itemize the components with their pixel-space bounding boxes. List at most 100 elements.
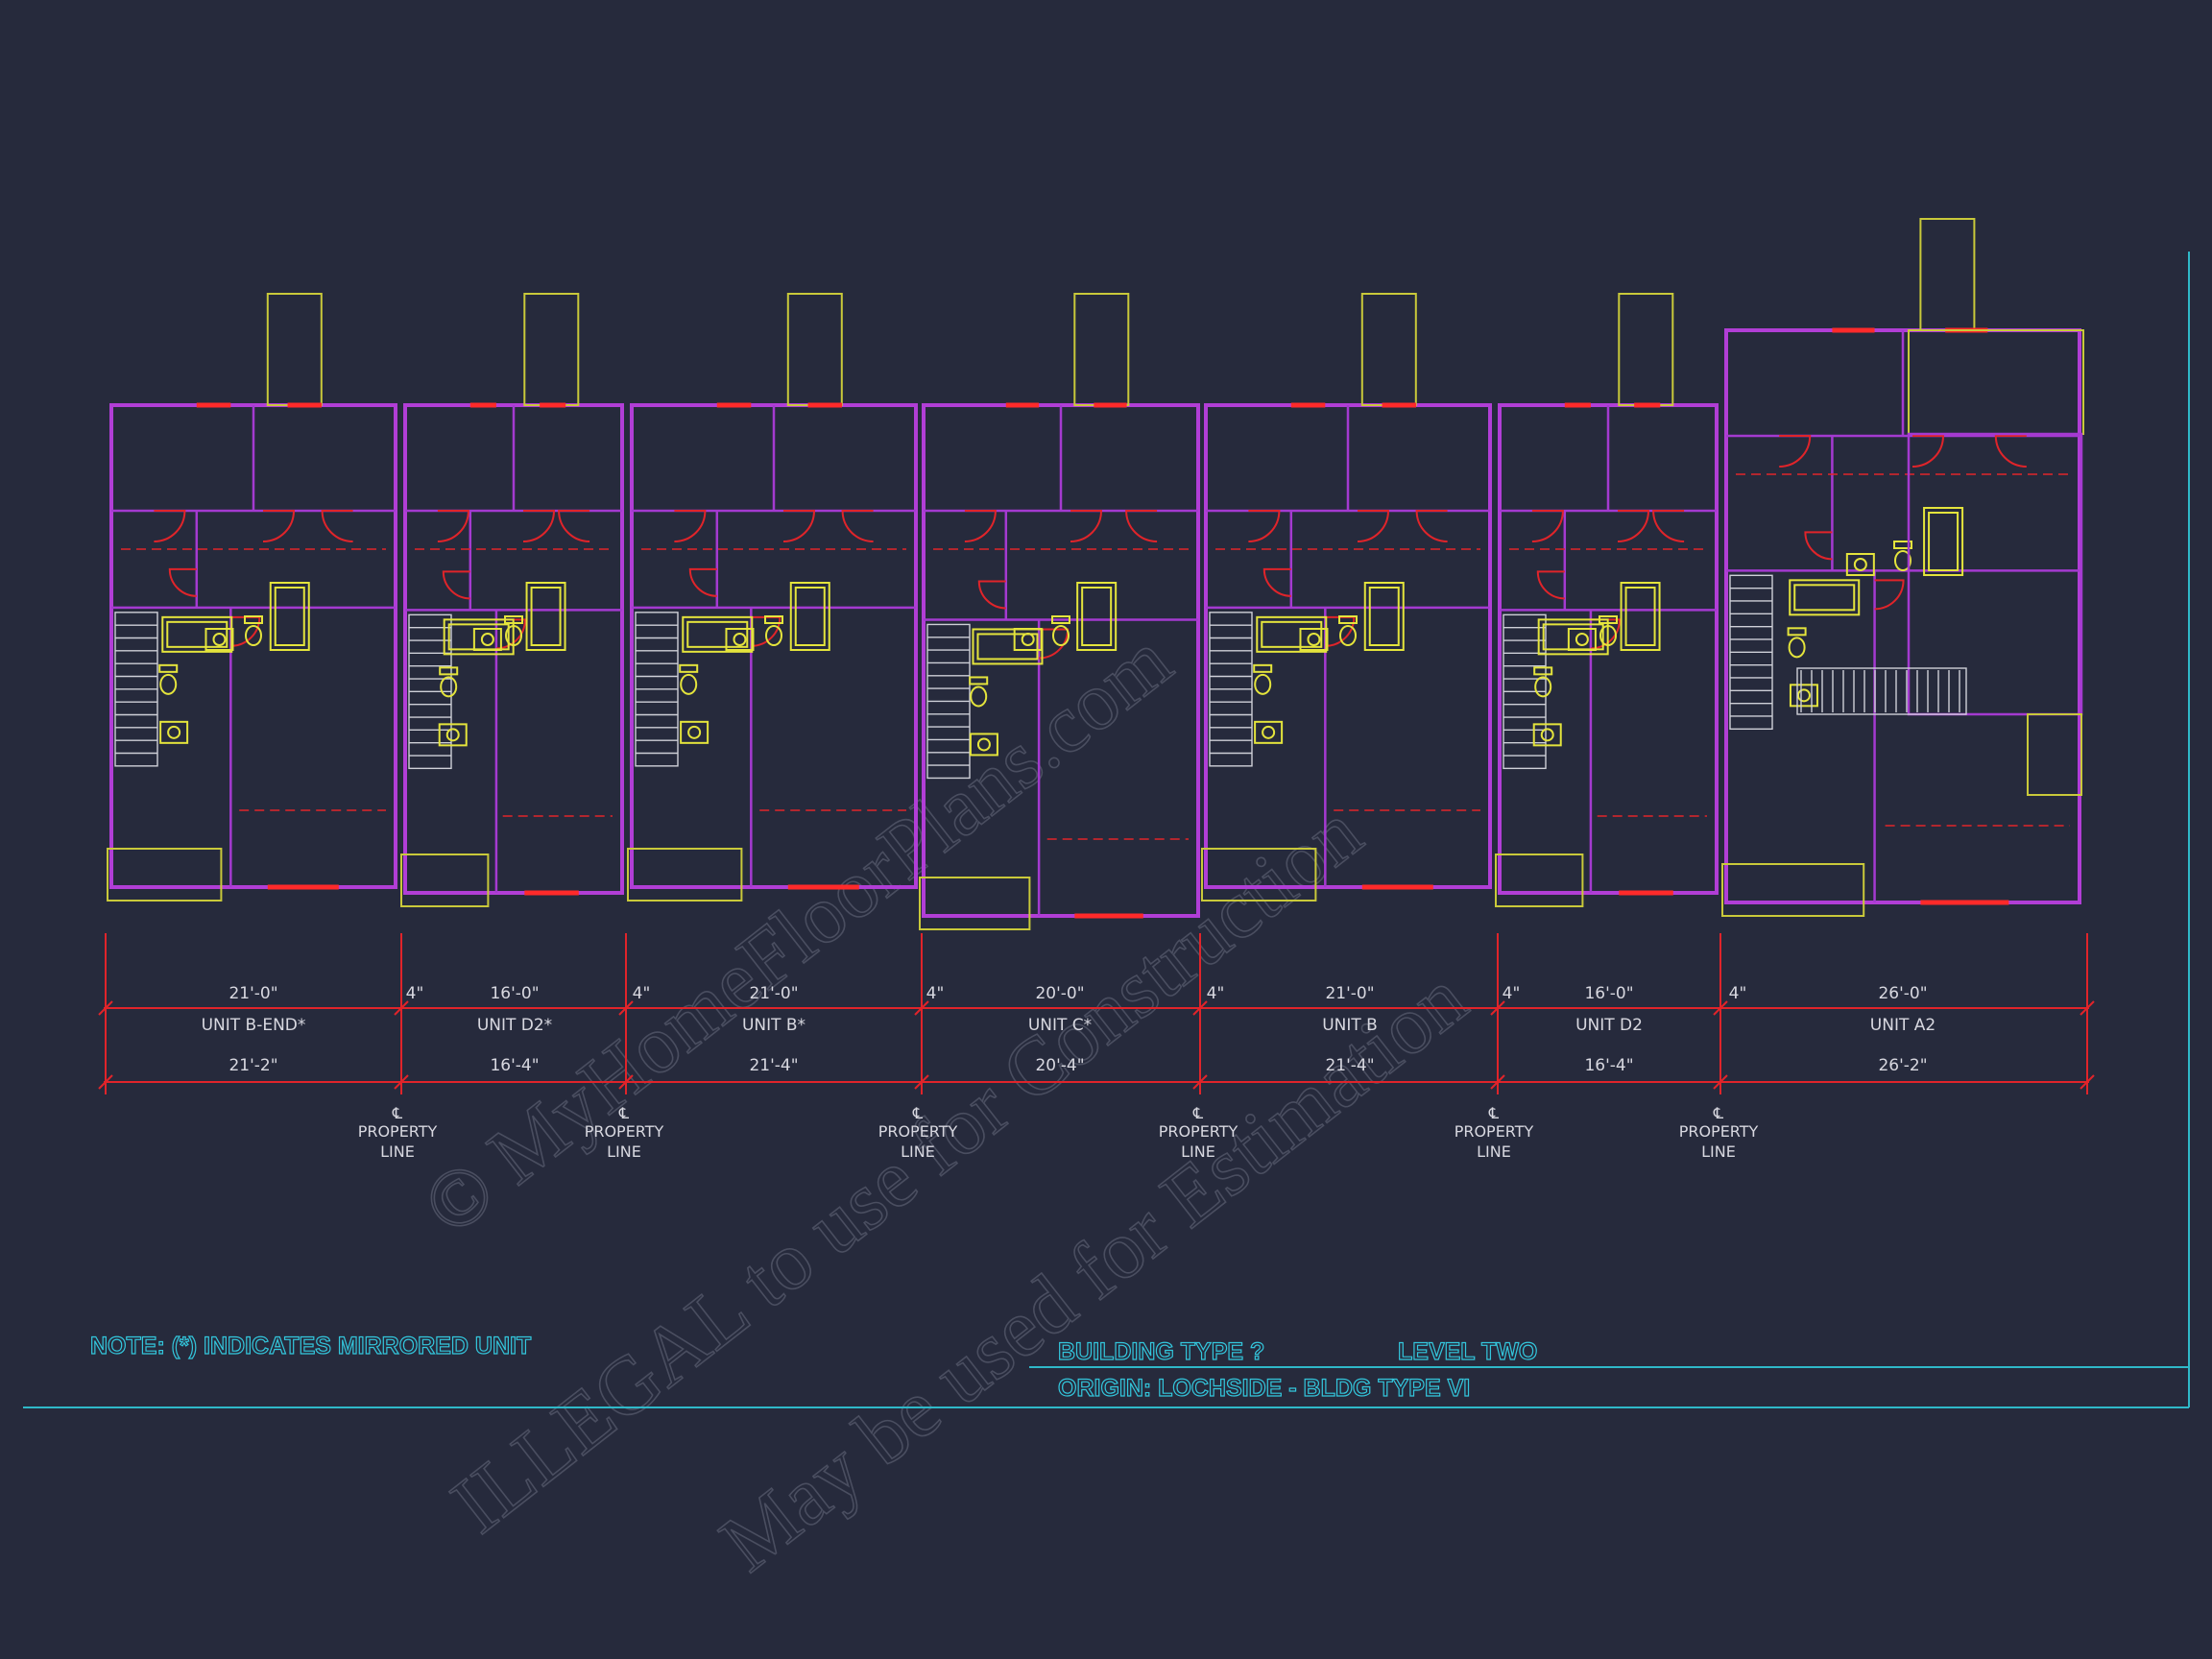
bathtub-inner (1081, 587, 1113, 646)
property-line-6: ℄ PROPERTY LINE (1679, 1104, 1759, 1161)
sink-bowl (212, 633, 227, 646)
toilet-tank (679, 663, 699, 673)
property-line-3: ℄ PROPERTY LINE (878, 1104, 958, 1161)
toilet (1534, 676, 1552, 698)
sink-bowl (1796, 688, 1811, 703)
sink-vanity (1299, 628, 1329, 651)
bathtub (1789, 579, 1861, 616)
centerline-symbol: ℄ (1488, 1104, 1500, 1122)
door-swing (321, 510, 353, 542)
toilet-tank (1338, 615, 1358, 624)
chimney-chase (1360, 293, 1417, 406)
unit-plan-1 (107, 293, 397, 902)
property-line-2: ℄ PROPERTY LINE (585, 1104, 664, 1161)
chimney-chase (266, 293, 323, 406)
sink-vanity (1254, 720, 1284, 744)
unit-plan-4 (919, 293, 1200, 930)
unit-4-name: UNIT C* (1028, 1016, 1092, 1035)
unit-1-top-dim: 21'-0" (228, 984, 277, 1003)
bathtub (525, 582, 566, 651)
bathtub-inner (166, 620, 228, 648)
unit-2-name: UNIT D2* (477, 1016, 552, 1035)
door-swing (688, 567, 717, 597)
toilet-tank (764, 615, 783, 624)
toilet-tank (439, 666, 459, 676)
dimension-lines (98, 933, 2095, 1094)
unit-7-top-dim: 26'-0" (1878, 984, 1927, 1003)
door-swing (558, 510, 590, 542)
door-swing (1262, 567, 1291, 597)
toilet-tank (244, 615, 263, 624)
property-line-text: PROPERTY (358, 1122, 438, 1141)
property-line-text-2: LINE (380, 1142, 415, 1161)
watermark: © MyHomeFloorPlans.com ILLEGAL to use fo… (405, 613, 1484, 1590)
title-block: NOTE: (*) INDICATES MIRRORED UNIT BUILDI… (89, 1332, 1538, 1402)
door-swing (1248, 510, 1281, 542)
door-swing (1415, 510, 1448, 542)
bathtub (269, 582, 310, 651)
door-swing (1804, 531, 1833, 561)
unit-6-top-dim: 16'-0" (1584, 984, 1633, 1003)
door-swing (168, 567, 197, 597)
bathtub (1076, 582, 1118, 651)
door-swing (262, 510, 296, 542)
door-swing (1531, 510, 1564, 542)
toilet-tank (1533, 666, 1553, 676)
toilet-tank (1893, 541, 1912, 549)
unit-plan-3 (627, 293, 918, 902)
centerline-symbol: ℄ (618, 1104, 630, 1122)
door-swing (230, 615, 261, 647)
bathtub (1363, 582, 1405, 651)
centerline-symbol: ℄ (1713, 1104, 1724, 1122)
door-swing (751, 615, 781, 647)
toilet-tank (969, 676, 989, 685)
sink-bowl (480, 633, 494, 646)
unit-plan-7 (1721, 218, 2081, 917)
gap-dim-1: 4" (406, 984, 424, 1003)
sheet-frame (23, 252, 2190, 1408)
chimney-chase (1919, 218, 1976, 331)
unit-5-bottom-dim: 21'-4" (1325, 1056, 1374, 1075)
unit-5-name: UNIT B (1322, 1016, 1378, 1035)
mirrored-unit-note: NOTE: (*) INDICATES MIRRORED UNIT (90, 1333, 531, 1359)
unit-plan-2 (400, 293, 624, 907)
bathtub-inner (1928, 512, 1960, 571)
property-line-text: PROPERTY (1679, 1122, 1759, 1141)
toilet (1254, 673, 1272, 695)
unit-1-bottom-dim: 21'-2" (228, 1056, 277, 1075)
sink-vanity (438, 723, 468, 747)
bathtub-inner (1542, 623, 1604, 651)
porch-outline (627, 848, 743, 902)
sink-vanity (1532, 723, 1562, 747)
sink-bowl (167, 725, 181, 739)
bathtub-inner (1368, 587, 1400, 646)
toilet (1052, 625, 1070, 646)
unit-3-bottom-dim: 21'-4" (749, 1056, 798, 1075)
sink-bowl (1307, 633, 1321, 646)
door-swing (1070, 510, 1103, 542)
centerline-symbol: ℄ (392, 1104, 403, 1122)
bathtub (1256, 615, 1328, 653)
sink-bowl (445, 728, 460, 742)
door-swing (1874, 579, 1905, 611)
stair-run (1796, 667, 1967, 715)
gap-dim-6: 4" (1729, 984, 1747, 1003)
sink-vanity (969, 733, 998, 757)
toilet-tank (158, 663, 179, 673)
sink-vanity (204, 628, 234, 651)
door-swing (977, 580, 1006, 610)
door-swing (154, 510, 186, 542)
bathtub-inner (1261, 620, 1323, 648)
sink-vanity (1789, 684, 1818, 708)
property-line-text-2: LINE (1181, 1142, 1215, 1161)
sink-vanity (1845, 553, 1875, 576)
gap-dim-4: 4" (1207, 984, 1225, 1003)
door-swing (1357, 510, 1390, 542)
bathtub-inner (686, 620, 749, 648)
bathtub-inner (1624, 587, 1656, 646)
property-line-text: PROPERTY (1159, 1122, 1238, 1141)
toilet-tank (1787, 627, 1807, 637)
unit-dimension-labels: 21'-0" UNIT B-END* 21'-2" 16'-0" UNIT D2… (202, 984, 1936, 1075)
porch-outline (1495, 854, 1584, 907)
bathtub-inner (1793, 584, 1856, 612)
